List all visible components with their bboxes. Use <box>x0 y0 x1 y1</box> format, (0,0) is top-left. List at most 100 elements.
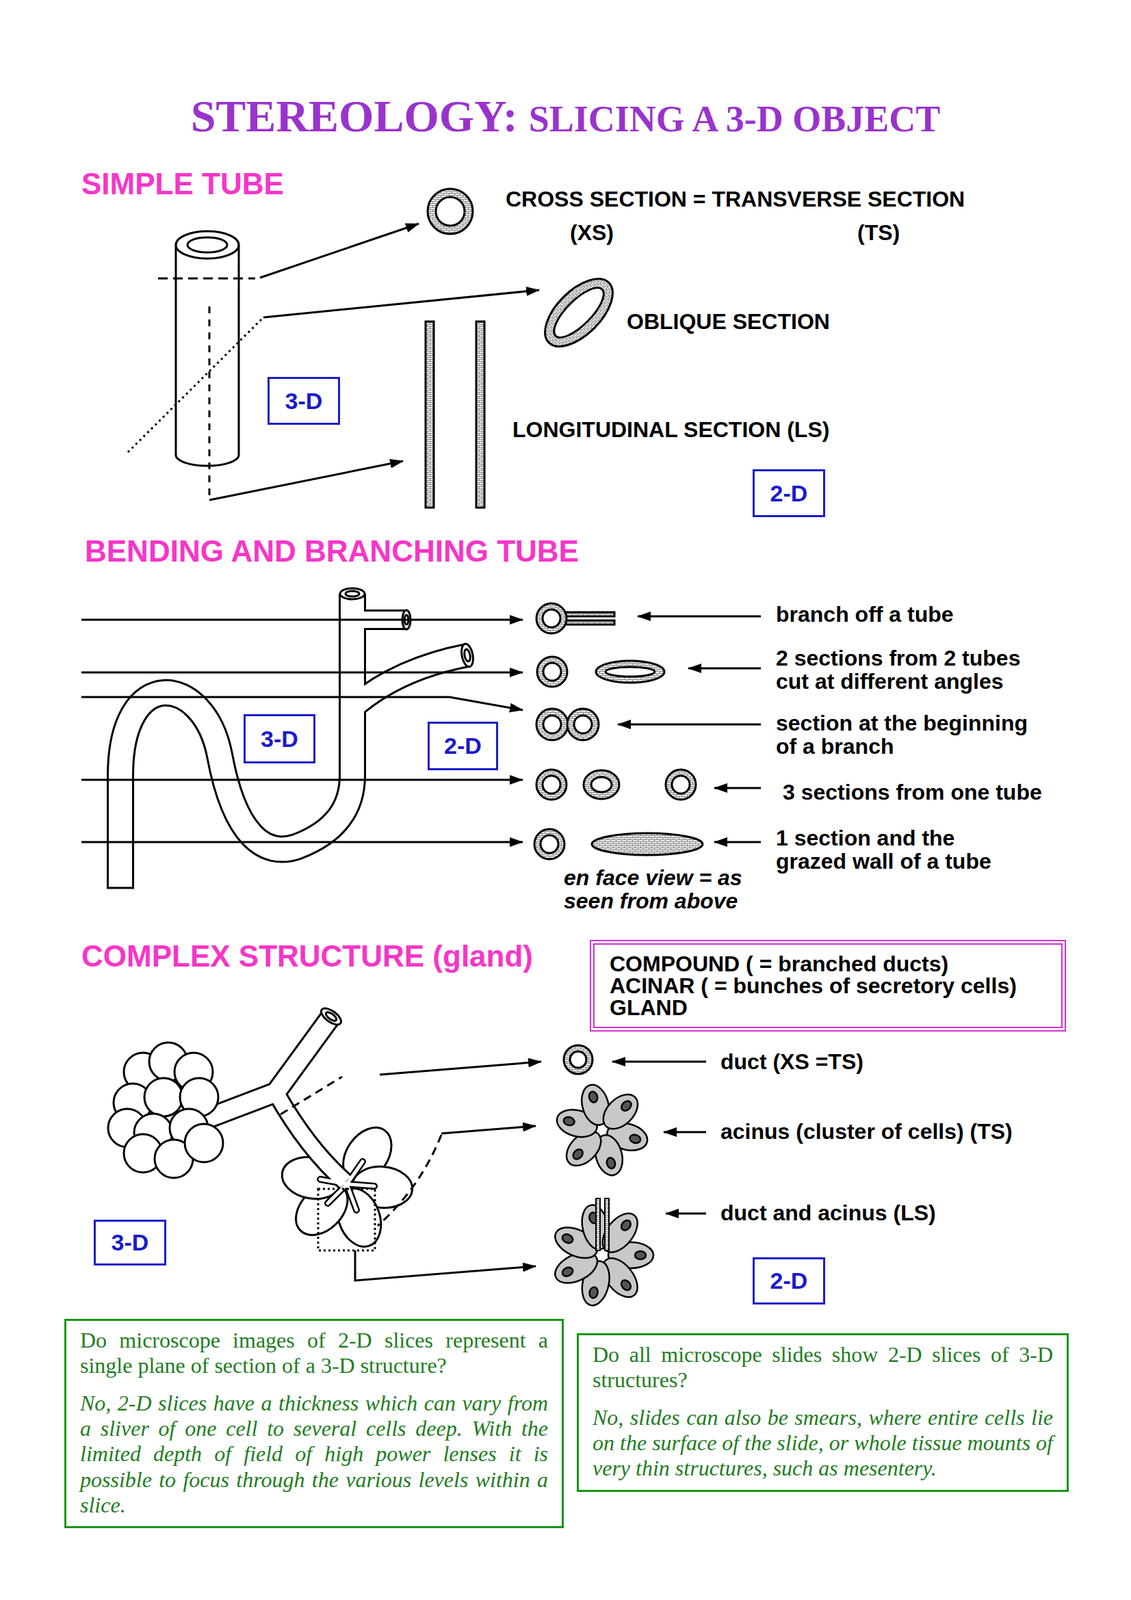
tube-section <box>595 660 665 683</box>
leader-arrow <box>81 671 523 674</box>
section-label: LONGITUDINAL SECTION (LS) <box>512 417 830 443</box>
note-box: Do microscope images of 2-D slices repre… <box>64 1319 564 1529</box>
tube-section <box>565 612 615 617</box>
simple-tube <box>208 306 211 501</box>
tube-section <box>534 829 565 860</box>
leader-arrow <box>665 1213 707 1216</box>
gland-section <box>571 1147 585 1162</box>
gland <box>377 1135 442 1227</box>
tube-section <box>534 603 703 860</box>
view-tag: 2-D <box>427 721 499 771</box>
bending-tube <box>352 655 468 709</box>
gland <box>346 1161 363 1185</box>
annotation: 2 sections from 2 tubes cut at different… <box>775 647 1047 694</box>
section-heading: SIMPLE TUBE <box>81 166 284 202</box>
gland-section <box>628 1133 642 1145</box>
leader-arrow <box>263 290 540 318</box>
leader-arrow <box>81 841 523 844</box>
simple-tube <box>158 277 256 280</box>
gland <box>198 1016 375 1211</box>
gland <box>320 1161 375 1211</box>
definition-line: COMPOUND ( = branched ducts) <box>609 953 949 975</box>
section-label: CROSS SECTION = TRANSVERSE SECTION <box>505 186 965 213</box>
gland-section <box>596 1087 644 1136</box>
view-tag: 3-D <box>267 377 341 425</box>
view-tag: 3-D <box>93 1219 167 1266</box>
tube-section <box>536 769 567 800</box>
leader-arrow <box>81 616 761 843</box>
gland-section <box>561 1232 575 1246</box>
leader-arrow <box>81 779 523 782</box>
answer-text: No, slides can also be smears, where ent… <box>592 1405 1053 1482</box>
gland-section <box>596 1087 644 1136</box>
title-row: STEREOLOGY:SLICING A 3-D OBJECT <box>0 90 1131 143</box>
gland <box>108 1042 224 1179</box>
gland <box>144 1078 183 1117</box>
leader-arrow <box>441 1126 536 1134</box>
leader-arrow <box>355 1061 707 1281</box>
note-box: Do all microscope slides show 2-D slices… <box>576 1333 1069 1493</box>
gland-section <box>553 1081 650 1179</box>
leader-arrow <box>663 1131 707 1134</box>
tube-section <box>542 609 561 628</box>
simple-tube <box>175 231 239 259</box>
leader-arrow <box>688 667 761 670</box>
annotation: branch off a tube <box>775 603 954 627</box>
annotation: acinus (cluster of cells) (TS) <box>720 1120 1013 1144</box>
annotation: duct (XS =TS) <box>720 1050 864 1075</box>
tube-section <box>574 715 592 734</box>
tube-section <box>567 708 599 741</box>
leader-arrow <box>81 697 523 711</box>
annotation: section at the beginning of a branch <box>775 712 1047 759</box>
gland-section <box>619 1278 633 1293</box>
gland <box>108 1005 442 1254</box>
gland-section <box>604 1198 609 1251</box>
view-tag: 2-D <box>752 1257 826 1305</box>
gland-section <box>634 1251 646 1260</box>
tube-section <box>591 833 703 856</box>
tube-section <box>583 770 620 800</box>
gland <box>318 1005 345 1029</box>
tube-section <box>665 769 696 800</box>
simple-tube <box>187 237 228 253</box>
gland <box>327 1184 347 1204</box>
question-text: Do microscope images of 2-D slices repre… <box>80 1328 549 1379</box>
tube-section <box>425 188 624 508</box>
section-heading: BENDING AND BRANCHING TUBE <box>84 534 579 569</box>
leader-arrow <box>612 1061 707 1064</box>
annotation: duct and acinus (LS) <box>720 1202 936 1226</box>
gland <box>346 1161 363 1185</box>
gland <box>198 1016 332 1123</box>
gland-section <box>550 1202 654 1309</box>
bending-tube <box>340 588 475 668</box>
tube-section <box>591 777 612 793</box>
gland <box>327 1184 347 1204</box>
section-label: (XS) <box>569 220 614 246</box>
gland <box>275 1092 346 1183</box>
annotation: 1 section and the grazed wall of a tube <box>775 827 1016 874</box>
tag-text: 2-D <box>770 480 809 507</box>
simple-tube <box>127 317 264 453</box>
gland-section <box>561 1265 575 1279</box>
gland-section <box>595 1207 645 1259</box>
leader-arrow <box>260 223 419 278</box>
gland-section <box>550 1045 654 1309</box>
tube-section <box>565 620 615 625</box>
gland <box>320 1179 347 1185</box>
gland-section <box>563 1045 593 1075</box>
tube-section <box>543 715 562 734</box>
gland <box>318 1189 375 1251</box>
leader-arrow <box>355 1250 536 1281</box>
leader-arrow <box>617 723 761 726</box>
definition-box: COMPOUND ( = branched ducts)ACINAR ( = b… <box>589 940 1066 1032</box>
gland-section <box>595 1198 601 1251</box>
bending-tube <box>340 588 365 600</box>
gland <box>280 1076 343 1115</box>
bending-tube <box>459 643 475 668</box>
gland-section <box>619 1099 633 1114</box>
tube-section <box>533 267 625 359</box>
tag-text: 3-D <box>260 725 299 753</box>
tube-section <box>425 321 434 508</box>
gland <box>275 1092 346 1183</box>
